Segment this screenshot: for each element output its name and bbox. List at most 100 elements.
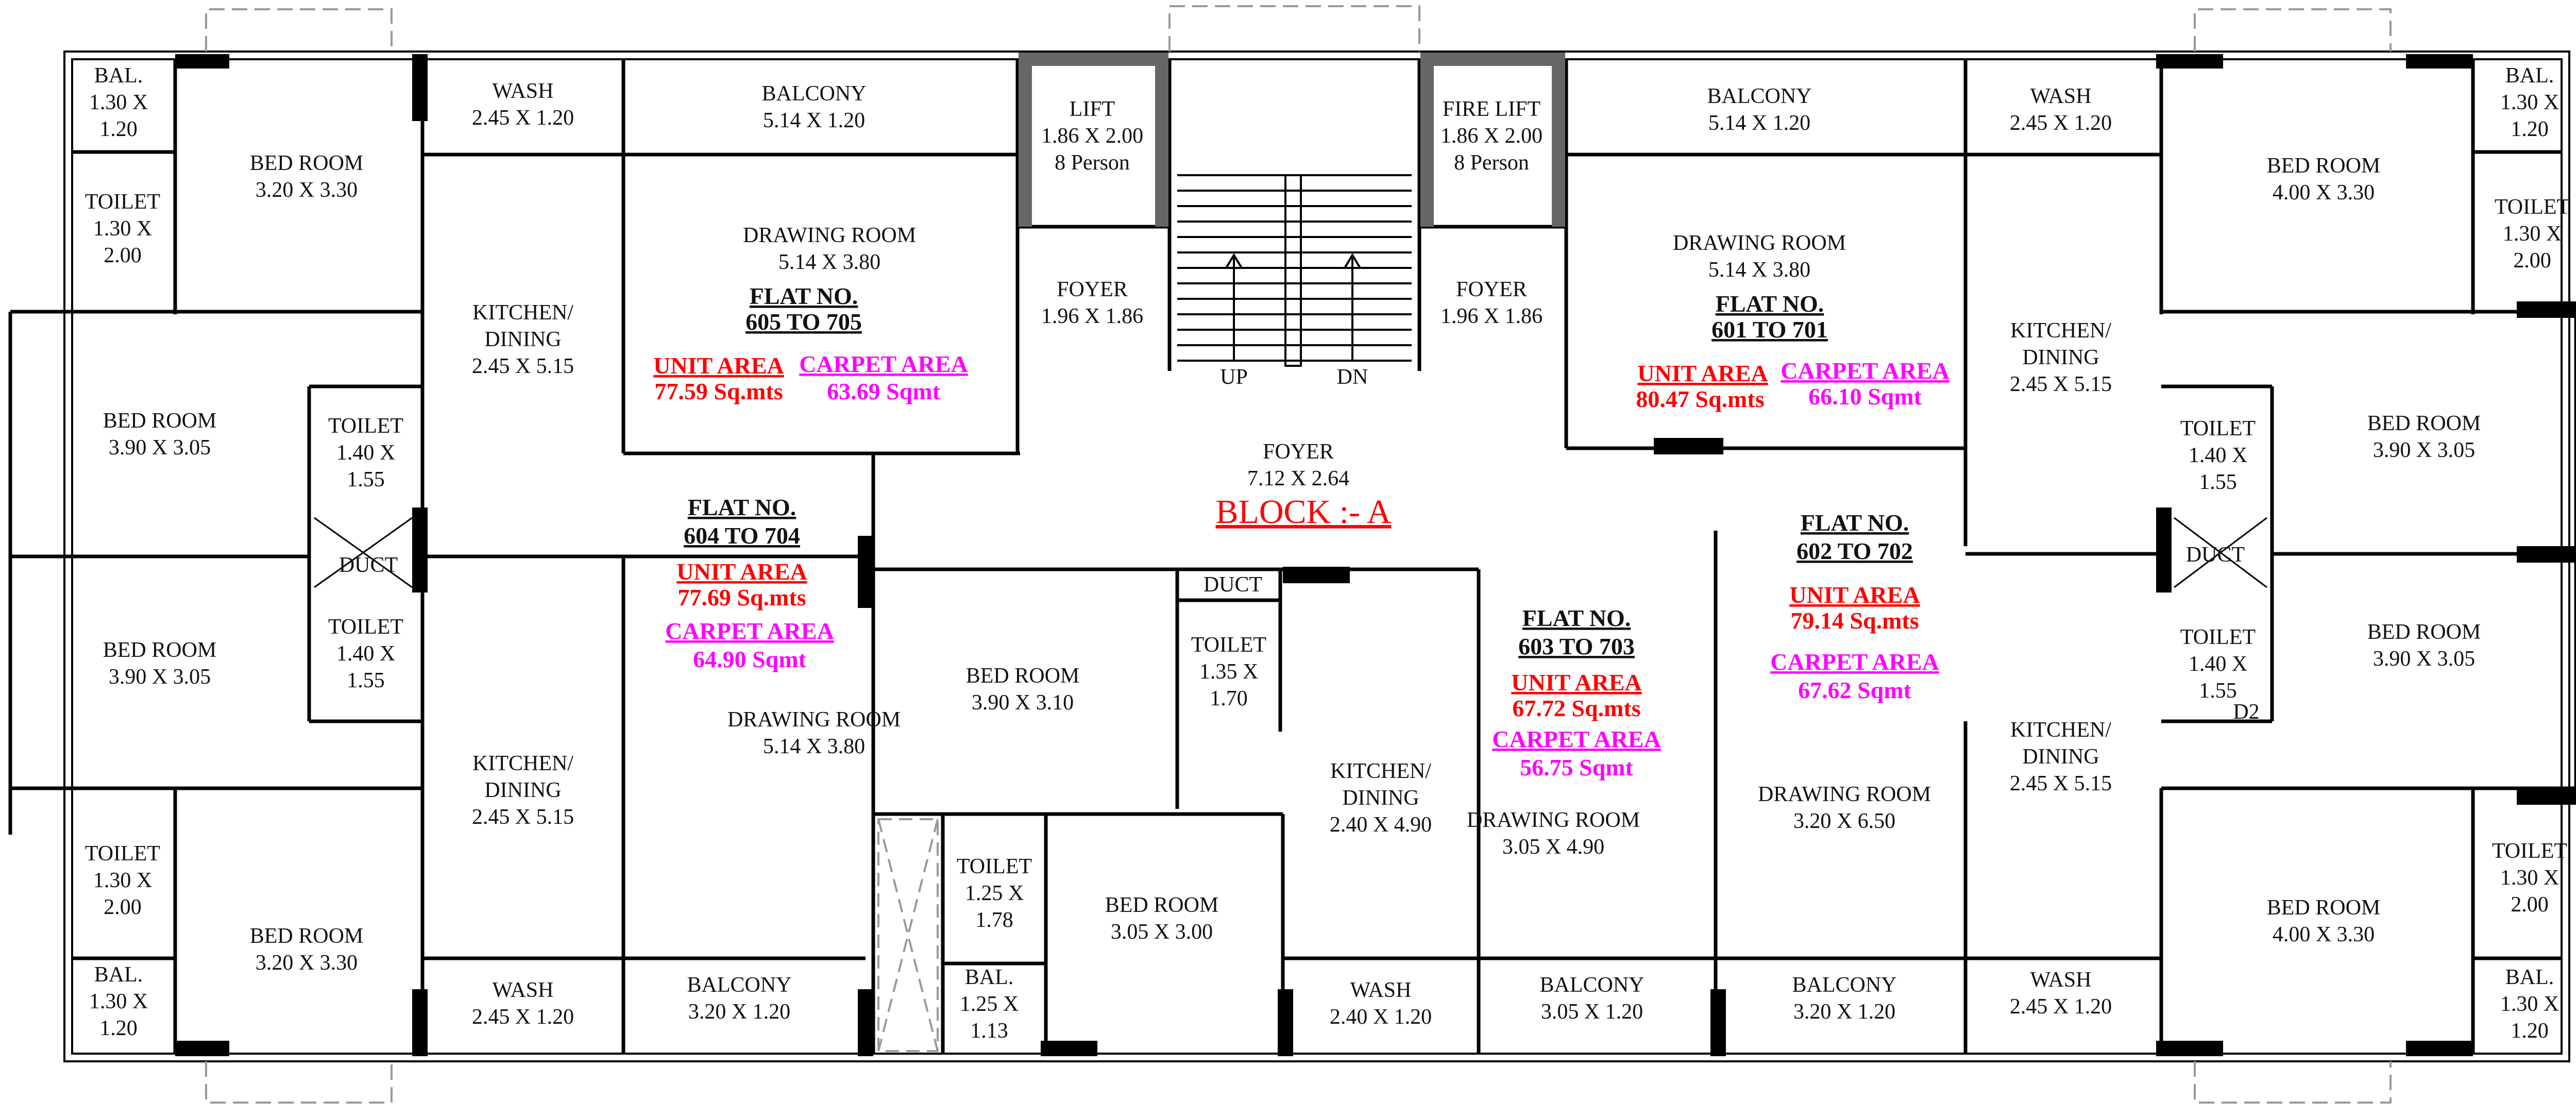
- room-label-line: TOILET: [957, 855, 1032, 878]
- unit-area-label-f605: UNIT AREA: [653, 352, 784, 379]
- room-label-line: 2.45 X 5.15: [2010, 772, 2112, 796]
- room-label-line: 1.30 X: [93, 217, 152, 241]
- room-label-line: 1.20: [99, 1017, 138, 1040]
- room-label-line: 1.35 X: [1199, 660, 1258, 684]
- room-label-line: LIFT: [1070, 97, 1115, 121]
- room-label-line: D2: [2233, 700, 2259, 724]
- room-label-line: 1.70: [1210, 687, 1248, 710]
- room-label-line: 1.55: [2199, 679, 2237, 703]
- room-label-line: DRAWING ROOM: [743, 224, 916, 247]
- room-label-drawing-605: DRAWING ROOM 5.14 X 3.80: [743, 224, 916, 274]
- room-label-line: WASH: [1350, 978, 1411, 1002]
- carpet-area-value-f605: 63.69 Sqmt: [827, 378, 940, 404]
- room-label-line: 2.00: [104, 895, 142, 919]
- room-label-line: TOILET: [2492, 839, 2567, 863]
- room-label-line: DRAWING ROOM: [727, 708, 901, 732]
- room-label-line: 5.14 X 1.20: [763, 109, 865, 132]
- room-label-line: 5.14 X 3.80: [778, 250, 880, 274]
- room-label-line: BALCONY: [761, 82, 866, 106]
- carpet-area-label-f602: CARPET AREA: [1770, 649, 1939, 675]
- room-label-line: 5.14 X 3.80: [1708, 258, 1810, 282]
- room-label-line: BED ROOM: [250, 151, 364, 175]
- room-label-line: WASH: [492, 79, 553, 103]
- room-label-d2: D2: [2233, 700, 2259, 724]
- room-label-line: 1.30 X: [93, 869, 152, 892]
- room-label-line: 1.40 X: [2189, 652, 2247, 676]
- room-label-line: BALCONY: [687, 973, 791, 997]
- room-label-line: TOILET: [85, 842, 160, 866]
- room-label-line: BED ROOM: [2267, 154, 2381, 178]
- carpet-area-value-f604: 64.90 Sqmt: [693, 646, 806, 672]
- room-label-line: 2.45 X 1.20: [472, 1005, 574, 1029]
- room-label-line: KITCHEN/: [472, 752, 573, 775]
- block-title: BLOCK :- A: [1215, 493, 1391, 531]
- unit-area-value-f604: 77.69 Sq.mts: [677, 584, 806, 611]
- unit-area-label-f603: UNIT AREA: [1511, 669, 1642, 696]
- room-label-line: DINING: [2022, 346, 2099, 369]
- room-label-line: DRAWING ROOM: [1467, 808, 1640, 832]
- room-label-line: 2.45 X 5.15: [472, 354, 574, 378]
- room-label-line: 1.20: [2511, 1019, 2549, 1043]
- room-label-line: FOYER: [1263, 440, 1334, 464]
- room-label-line: 1.25 X: [965, 882, 1024, 905]
- room-label-line: 3.90 X 3.05: [109, 665, 211, 689]
- room-label-line: 1.20: [99, 117, 138, 141]
- room-label-line: DUCT: [1204, 573, 1262, 597]
- room-label-line: KITCHEN/: [2010, 319, 2111, 343]
- room-label-line: BED ROOM: [103, 409, 217, 433]
- room-label-line: 1.30 X: [2503, 222, 2562, 246]
- unit-area-label-f602: UNIT AREA: [1789, 582, 1920, 608]
- room-label-line: WASH: [492, 978, 553, 1002]
- room-label-line: BAL.: [965, 966, 1014, 989]
- room-label-line: BALCONY: [1539, 973, 1644, 997]
- room-label-line: TOILET: [1191, 633, 1266, 657]
- carpet-area-value-f602: 67.62 Sqmt: [1798, 677, 1911, 703]
- staircase: [1177, 174, 1412, 367]
- flat-range-f602: 602 TO 702: [1797, 538, 1913, 564]
- room-label-line: 1.13: [970, 1019, 1008, 1043]
- room-label-line: 3.90 X 3.10: [972, 691, 1074, 715]
- room-label-line: BED ROOM: [103, 638, 217, 662]
- room-label-line: 3.90 X 3.05: [109, 436, 211, 460]
- room-label-line: 3.20 X 3.30: [256, 951, 358, 975]
- unit-area-label-f601: UNIT AREA: [1637, 360, 1768, 386]
- room-label-bed-l1: BED ROOM 3.90 X 3.05: [103, 409, 217, 460]
- room-label-line: 1.30 X: [89, 990, 148, 1013]
- room-label-bed-l2: BED ROOM 3.90 X 3.05: [103, 638, 217, 689]
- room-label-line: DUCT: [339, 553, 398, 577]
- room-label-line: 1.20: [2511, 117, 2549, 141]
- room-label-line: 3.20 X 1.20: [1793, 1000, 1895, 1024]
- carpet-area-value-f603: 56.75 Sqmt: [1520, 754, 1633, 781]
- room-label-line: 1.30 X: [2500, 992, 2559, 1016]
- room-label-line: TOILET: [2495, 195, 2570, 219]
- room-label-toilet-bl: TOILET 1.30 X 2.00: [85, 842, 160, 919]
- room-label-line: 1.55: [2199, 470, 2237, 494]
- lift-shafts: [1019, 53, 1565, 227]
- room-label-line: TOILET: [2180, 417, 2256, 441]
- room-label-line: BED ROOM: [2367, 412, 2481, 435]
- columns: [175, 54, 2576, 1056]
- room-label-line: 1.78: [975, 908, 1013, 932]
- unit-area-value-f603: 67.72 Sq.mts: [1512, 695, 1640, 721]
- carpet-area-label-f605: CARPET AREA: [799, 351, 968, 377]
- room-label-line: 3.90 X 3.05: [2373, 438, 2475, 462]
